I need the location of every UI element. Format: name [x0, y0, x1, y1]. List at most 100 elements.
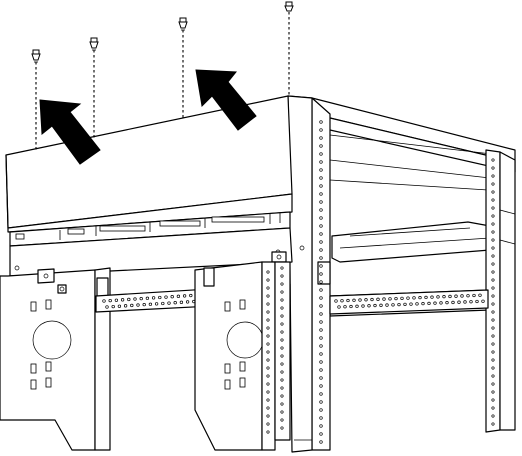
perforation-hole	[458, 301, 461, 304]
perforation-hole	[492, 383, 494, 385]
perforation-hole	[492, 183, 494, 185]
front-post-right	[288, 96, 330, 452]
perforation-hole	[473, 294, 476, 297]
perforation-hole	[320, 401, 323, 404]
perforation-hole	[492, 367, 494, 369]
perforation-hole	[440, 302, 443, 305]
perforation-hole	[320, 297, 323, 300]
screw-3	[179, 18, 187, 118]
perforation-hole	[281, 395, 283, 397]
perforation-hole	[320, 433, 323, 436]
perforation-hole	[267, 415, 269, 417]
perforation-hole	[281, 275, 283, 277]
tab-slot	[100, 226, 145, 231]
perforation-hole	[492, 311, 494, 313]
perforation-hole	[281, 339, 283, 341]
perforation-hole	[410, 303, 413, 306]
perforation-hole	[320, 337, 323, 340]
perforation-hole	[482, 300, 485, 303]
perforation-hole	[118, 305, 121, 308]
perforation-hole	[413, 297, 416, 300]
perforation-hole	[320, 385, 323, 388]
perforation-hole	[320, 377, 323, 380]
perforation-hole	[452, 301, 455, 304]
perforation-hole	[146, 297, 149, 300]
perforation-hole	[455, 295, 458, 298]
perforation-hole	[470, 300, 473, 303]
perforation-hole	[281, 291, 283, 293]
perforation-hole	[492, 359, 494, 361]
perforation-hole	[281, 347, 283, 349]
perforation-hole	[281, 363, 283, 365]
perforation-hole	[267, 271, 269, 273]
perforation-hole	[281, 331, 283, 333]
perforation-hole	[320, 305, 323, 308]
perforation-hole	[267, 423, 269, 425]
perforation-hole	[416, 303, 419, 306]
perforation-hole	[492, 167, 494, 169]
perforation-hole	[492, 279, 494, 281]
perforation-hole	[320, 281, 323, 284]
perforation-hole	[422, 302, 425, 305]
perforation-hole	[171, 295, 174, 298]
perforation-hole	[320, 185, 323, 188]
perforation-hole	[492, 255, 494, 257]
perforation-hole	[177, 295, 180, 298]
perforation-hole	[320, 137, 323, 140]
perforation-hole	[353, 299, 356, 302]
perforation-hole	[461, 295, 464, 298]
perforation-hole	[281, 315, 283, 317]
perforation-hole	[492, 287, 494, 289]
perforation-hole	[320, 161, 323, 164]
center-panel-hole	[227, 322, 263, 358]
perforation-hole	[320, 129, 323, 132]
perforation-hole	[281, 283, 283, 285]
perforation-hole	[267, 327, 269, 329]
perforation-hole	[180, 301, 183, 304]
perforation-hole	[492, 319, 494, 321]
perforation-hole	[443, 295, 446, 298]
perforation-hole	[320, 441, 323, 444]
perforation-hole	[128, 298, 131, 301]
perforation-hole	[464, 301, 467, 304]
perforation-hole	[398, 303, 401, 306]
perforation-hole	[267, 375, 269, 377]
perforation-hole	[320, 345, 323, 348]
perforation-hole	[492, 415, 494, 417]
perforation-hole	[320, 353, 323, 356]
perforation-hole	[380, 304, 383, 307]
perforation-hole	[492, 295, 494, 297]
perforation-hole	[267, 367, 269, 369]
perforation-hole	[281, 427, 283, 429]
perforation-hole	[320, 145, 323, 148]
perforation-hole	[492, 175, 494, 177]
perforation-hole	[479, 294, 482, 297]
perforation-hole	[492, 199, 494, 201]
perforation-hole	[320, 241, 323, 244]
perforation-hole	[320, 361, 323, 364]
perforation-hole	[371, 298, 374, 301]
perforation-hole	[492, 399, 494, 401]
perforation-hole	[446, 301, 449, 304]
perforation-hole	[137, 304, 140, 307]
center-post	[262, 262, 290, 450]
perforation-hole	[149, 303, 152, 306]
perforation-hole	[437, 296, 440, 299]
perforation-hole	[341, 299, 344, 302]
perforation-hole	[159, 296, 162, 299]
perforation-hole	[365, 299, 368, 302]
perforation-hole	[320, 257, 323, 260]
perforation-hole	[492, 215, 494, 217]
perforation-hole	[395, 297, 398, 300]
left-panel-face	[0, 270, 95, 450]
perforation-hole	[168, 302, 171, 305]
perforation-hole	[281, 419, 283, 421]
perforation-hole	[338, 306, 341, 309]
tab-slot	[212, 217, 264, 222]
perforation-hole	[320, 273, 323, 276]
perforation-hole	[281, 307, 283, 309]
perforation-hole	[174, 301, 177, 304]
perforation-hole	[267, 279, 269, 281]
perforation-hole	[267, 343, 269, 345]
